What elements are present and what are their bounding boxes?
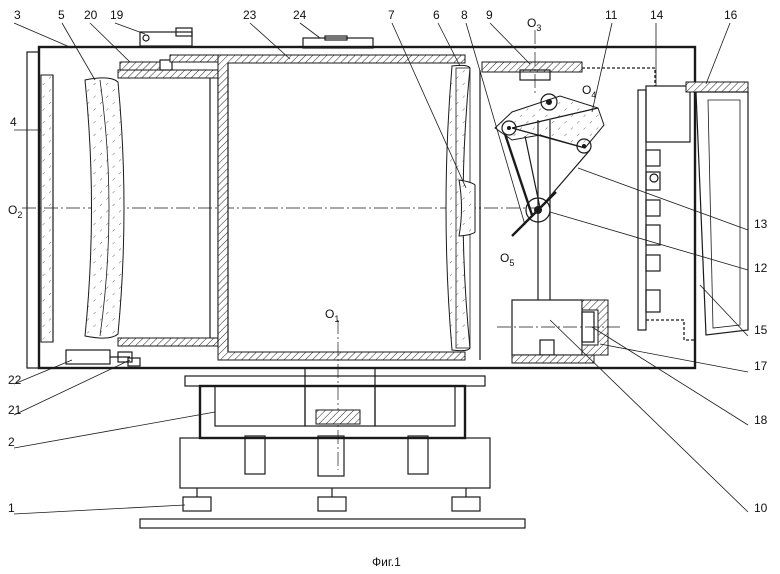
main-tube: [218, 55, 465, 360]
label-14: 14: [650, 8, 664, 22]
label-19: 19: [110, 8, 124, 22]
focus-drive: [120, 60, 172, 70]
wiring-top: [582, 68, 655, 86]
label-13: 13: [754, 217, 768, 231]
label-2: 2: [8, 435, 15, 449]
field-lens: [459, 180, 475, 236]
label-23: 23: [243, 8, 257, 22]
figure-caption: Фиг.1: [372, 555, 401, 569]
bracket: [497, 300, 620, 355]
label-15: 15: [754, 323, 768, 337]
connector: [140, 28, 192, 46]
input-window: [41, 75, 53, 342]
axis-label-o2: O2: [8, 203, 22, 220]
label-9: 9: [486, 8, 493, 22]
axis-label-o5: O5: [500, 251, 514, 268]
label-11: 11: [605, 8, 618, 22]
wiring-bottom: [646, 320, 695, 340]
platform: [140, 436, 525, 528]
label-1: 1: [8, 501, 15, 515]
label-10: 10: [754, 501, 768, 515]
label-7: 7: [388, 8, 395, 22]
label-3: 3: [14, 8, 21, 22]
label-17: 17: [754, 359, 768, 373]
label-6: 6: [433, 8, 440, 22]
label-12: 12: [754, 261, 768, 275]
base-mount: [185, 368, 485, 438]
label-8: 8: [461, 8, 468, 22]
label-4: 4: [10, 115, 17, 129]
label-16: 16: [724, 8, 738, 22]
label-21: 21: [8, 403, 22, 417]
label-18: 18: [754, 413, 768, 427]
axis-label-o4: O4: [582, 83, 596, 100]
axis-label-o3: O3: [527, 16, 541, 33]
label-24: 24: [293, 8, 307, 22]
drive-unit-bottom: [66, 350, 140, 366]
label-5: 5: [58, 8, 65, 22]
circuit-board: [638, 86, 690, 330]
axis-label-o1: O1: [325, 307, 339, 324]
top-rail: [482, 30, 582, 95]
label-22: 22: [8, 373, 22, 387]
label-20: 20: [84, 8, 98, 22]
